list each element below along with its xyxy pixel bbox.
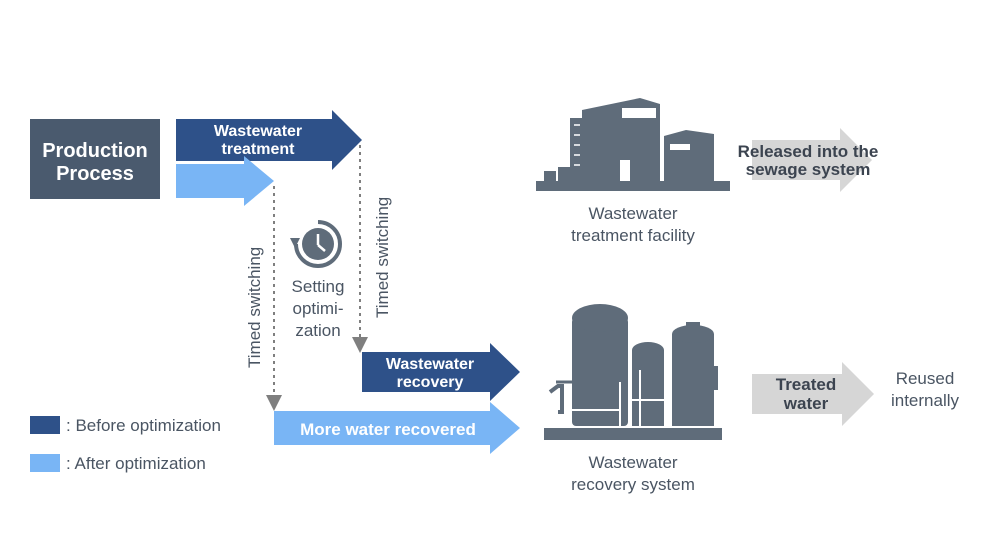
recovery-system-label-line2: recovery system [571, 475, 695, 494]
right-switching-label: Timed switching [373, 197, 392, 318]
released-arrow [752, 128, 872, 192]
optimization-label-line3: zation [295, 321, 340, 340]
treatment-arrow-label-line1: Wastewater [214, 123, 302, 140]
legend-before-label: : Before optimization [66, 416, 221, 435]
tanks-icon [544, 304, 722, 440]
after-short-arrow [176, 156, 274, 206]
released-label-line2: sewage system [746, 160, 871, 179]
factory-icon [536, 98, 730, 191]
production-label-line1: Production [42, 140, 148, 162]
more-recovered-arrow [274, 402, 520, 454]
reused-label-line1: Reused [896, 369, 955, 388]
recovery-arrow [362, 343, 520, 401]
optimization-label-line2: optimi- [292, 299, 343, 318]
clock-refresh-icon [290, 220, 342, 268]
legend-after-swatch [30, 454, 60, 472]
treatment-arrow-label-line2: treatment [222, 141, 296, 158]
legend-after-label: : After optimization [66, 454, 206, 473]
optimization-label-line1: Setting [292, 277, 345, 296]
left-switching-label: Timed switching [245, 247, 264, 368]
recovery-system-label-line1: Wastewater [588, 453, 677, 472]
reused-label-line2: internally [891, 391, 960, 410]
production-process-box [30, 119, 160, 199]
released-label-line1: Released into the [738, 142, 879, 161]
production-label-line2: Process [56, 163, 134, 185]
treated-water-arrow [752, 362, 874, 426]
recovery-arrow-label-line2: recovery [397, 374, 464, 391]
recovery-arrow-label-line1: Wastewater [386, 356, 474, 373]
treated-label-line1: Treated [776, 375, 836, 394]
more-recovered-label: More water recovered [300, 420, 476, 439]
treatment-facility-label-line1: Wastewater [588, 204, 677, 223]
treatment-arrow [176, 110, 362, 170]
treated-label-line2: water [783, 394, 829, 413]
legend-before-swatch [30, 416, 60, 434]
treatment-facility-label-line2: treatment facility [571, 226, 695, 245]
